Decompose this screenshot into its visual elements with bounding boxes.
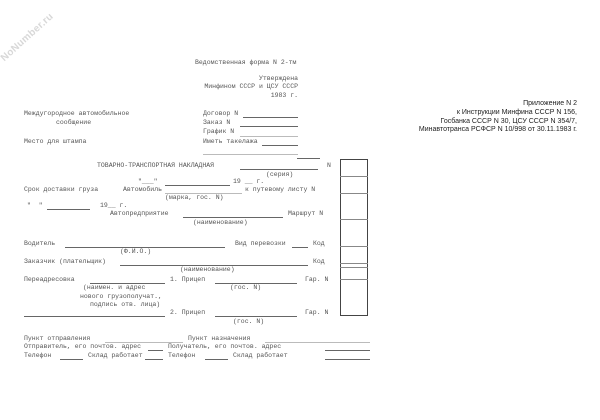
enterprise-hint: (наименование) bbox=[193, 219, 248, 226]
appendix-line: Приложение N 2 bbox=[523, 100, 577, 107]
date-day: "___" bbox=[138, 178, 158, 185]
trailer2-label: 2. Прицеп bbox=[170, 309, 206, 316]
appendix-line: Госбанка СССР N 30, ЦСУ СССР N 354/7, bbox=[440, 117, 577, 125]
appendix-line: к Инструкции Минфина СССР N 156, bbox=[456, 109, 577, 116]
trailer2-hint: (гос. N) bbox=[233, 318, 265, 325]
codes-box bbox=[340, 159, 368, 316]
term-year: 19__ г. bbox=[100, 202, 128, 209]
sender-label: Отправитель, его почтов. адрес bbox=[24, 343, 142, 350]
readdress-label: Переадресовка bbox=[24, 276, 75, 283]
date-year: 19 __ г. bbox=[233, 178, 265, 185]
receiver-warehouse-field[interactable] bbox=[325, 359, 370, 360]
receiver-phone-field[interactable] bbox=[205, 359, 228, 360]
series-field[interactable] bbox=[240, 169, 318, 170]
trailer1-hint: (гос. N) bbox=[230, 284, 262, 291]
fio-hint: (Ф.И.О.) bbox=[120, 248, 152, 255]
sender-phone-field[interactable] bbox=[60, 359, 83, 360]
order-label: Заказ N bbox=[203, 119, 231, 126]
receiver-field[interactable] bbox=[325, 350, 370, 351]
readdress-field-2[interactable] bbox=[24, 316, 165, 317]
form-type: Ведомственная форма N 2-тм bbox=[195, 59, 297, 66]
customer-field[interactable] bbox=[120, 265, 308, 266]
transport-type-field[interactable] bbox=[292, 247, 308, 248]
date-month-field[interactable] bbox=[165, 185, 230, 186]
customer-hint: (наименование) bbox=[180, 266, 235, 273]
readdress-hint: нового грузополучат., bbox=[80, 293, 162, 300]
receiver-phone-label: Телефон bbox=[168, 352, 196, 359]
sender-field[interactable] bbox=[148, 350, 163, 351]
term-day: " " bbox=[27, 202, 43, 209]
order-field[interactable] bbox=[240, 126, 298, 127]
code-label: Код bbox=[313, 258, 325, 265]
garage-label: Гар. N bbox=[305, 309, 329, 316]
approved-year: 1983 г. bbox=[270, 92, 298, 99]
trailer1-label: 1. Прицеп bbox=[170, 276, 206, 283]
readdress-field[interactable] bbox=[90, 283, 165, 284]
enterprise-label: Автопредприятие bbox=[110, 210, 169, 217]
number-sign: N bbox=[327, 162, 331, 169]
schedule-field[interactable] bbox=[240, 136, 298, 137]
receiver-label: Получатель, его почтов. адрес bbox=[168, 343, 282, 350]
driver-field[interactable] bbox=[65, 247, 225, 248]
rigging-field[interactable] bbox=[262, 145, 298, 146]
origin-field[interactable] bbox=[105, 342, 183, 343]
approved: Утверждена bbox=[258, 75, 298, 82]
vehicle-hint: (марка, гос. N) bbox=[165, 194, 224, 201]
schedule-label: График N bbox=[203, 128, 235, 135]
transport-type-label: Вид перевозки bbox=[235, 240, 286, 247]
readdress-hint: подпись отв. лица) bbox=[90, 301, 161, 308]
stamp-label: Место для штампа bbox=[24, 138, 87, 145]
destination-field[interactable] bbox=[265, 342, 370, 343]
rigging-field-2[interactable] bbox=[203, 154, 298, 155]
delivery-term-label: Срок доставки груза bbox=[24, 186, 99, 193]
document-title: ТОВАРНО-ТРАНСПОРТНАЯ НАКЛАДНАЯ bbox=[97, 162, 215, 169]
receiver-warehouse-label: Склад работает bbox=[233, 352, 288, 359]
code-label: Код bbox=[313, 240, 325, 247]
vehicle-field[interactable] bbox=[165, 193, 242, 194]
series-hint: (серия) bbox=[266, 171, 294, 178]
sender-warehouse-field[interactable] bbox=[145, 359, 163, 360]
watermark: NoNumber.ru bbox=[0, 11, 56, 64]
rigging-label: Иметь такелажа bbox=[203, 138, 258, 145]
appendix-line: Минавтотранса РСФСР N 10/998 от 30.11.19… bbox=[418, 126, 577, 133]
driver-label: Водитель bbox=[24, 240, 56, 247]
customer-label: Заказчик (плательщик) bbox=[24, 258, 106, 265]
trailer2-field[interactable] bbox=[215, 316, 297, 317]
readdress-hint: (наимен. и адрес bbox=[83, 284, 146, 291]
divider bbox=[297, 158, 320, 159]
approved-by: Минфином СССР и ЦСУ СССР bbox=[204, 83, 298, 90]
sender-phone-label: Телефон bbox=[24, 352, 52, 359]
destination-label: Пункт назначения bbox=[188, 335, 251, 342]
route-label: Маршрут N bbox=[288, 210, 324, 217]
waybill-label: к путевому листу N bbox=[245, 186, 316, 193]
garage-label: Гар. N bbox=[305, 276, 329, 283]
service-label-2: сообщение bbox=[56, 119, 92, 126]
service-label: Междугородное автомобильное bbox=[24, 110, 130, 117]
contract-label: Договор N bbox=[203, 110, 239, 117]
origin-label: Пункт отправления bbox=[24, 335, 91, 342]
enterprise-field[interactable] bbox=[183, 217, 283, 218]
contract-field[interactable] bbox=[243, 117, 298, 118]
trailer1-field[interactable] bbox=[215, 283, 297, 284]
term-month-field[interactable] bbox=[47, 209, 90, 210]
sender-warehouse-label: Склад работает bbox=[88, 352, 143, 359]
vehicle-label: Автомобиль bbox=[123, 186, 163, 193]
